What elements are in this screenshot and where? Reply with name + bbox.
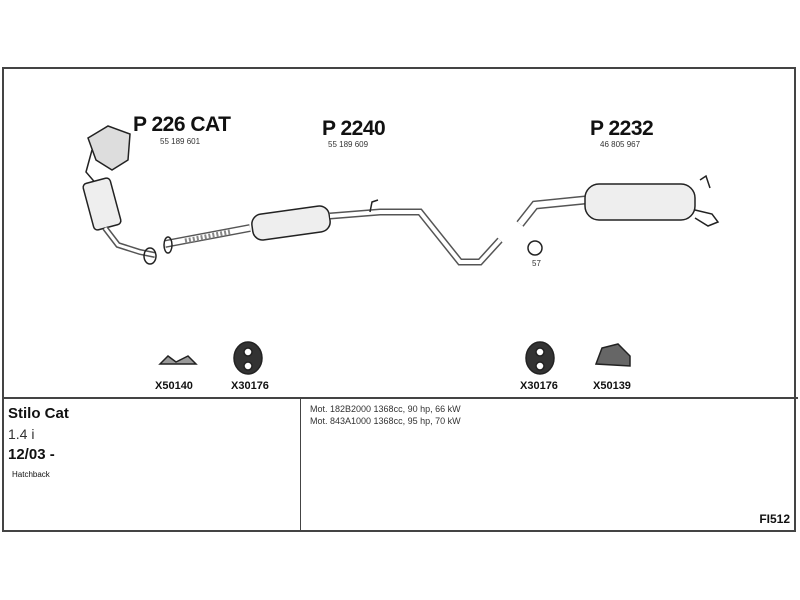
part-number: P 226 CAT xyxy=(133,113,231,136)
fitting-code: X30176 xyxy=(520,380,558,392)
part-number: P 2240 xyxy=(322,117,386,140)
divider xyxy=(300,398,301,532)
diagram-reference: FI512 xyxy=(759,512,790,526)
diagram-frame xyxy=(2,67,796,532)
motor-spec: Mot. 182B2000 1368cc, 90 hp, 66 kW xyxy=(310,404,461,414)
catalytic-manifold xyxy=(82,125,157,265)
oem-number: 46 805 967 xyxy=(600,140,641,149)
motor-spec: Mot. 843A1000 1368cc, 95 hp, 70 kW xyxy=(310,416,461,426)
vehicle-engine: 1.4 i xyxy=(8,426,35,442)
fitting-code: X50140 xyxy=(155,380,193,392)
fitting-code: X50139 xyxy=(593,380,631,392)
oem-number: 55 189 601 xyxy=(160,137,201,146)
exhaust-diagram xyxy=(82,125,720,375)
vehicle-model: Stilo Cat xyxy=(8,405,69,422)
fittings xyxy=(158,341,631,375)
vehicle-body: Hatchback xyxy=(12,470,50,479)
part-number: P 2232 xyxy=(590,117,654,140)
divider xyxy=(2,397,798,399)
rear-silencer xyxy=(516,174,720,256)
vehicle-date: 12/03 - xyxy=(8,446,55,463)
clamp-label: 57 xyxy=(532,259,541,268)
fitting-code: X30176 xyxy=(231,380,269,392)
middle-silencer xyxy=(163,199,503,266)
oem-number: 55 189 609 xyxy=(328,140,369,149)
